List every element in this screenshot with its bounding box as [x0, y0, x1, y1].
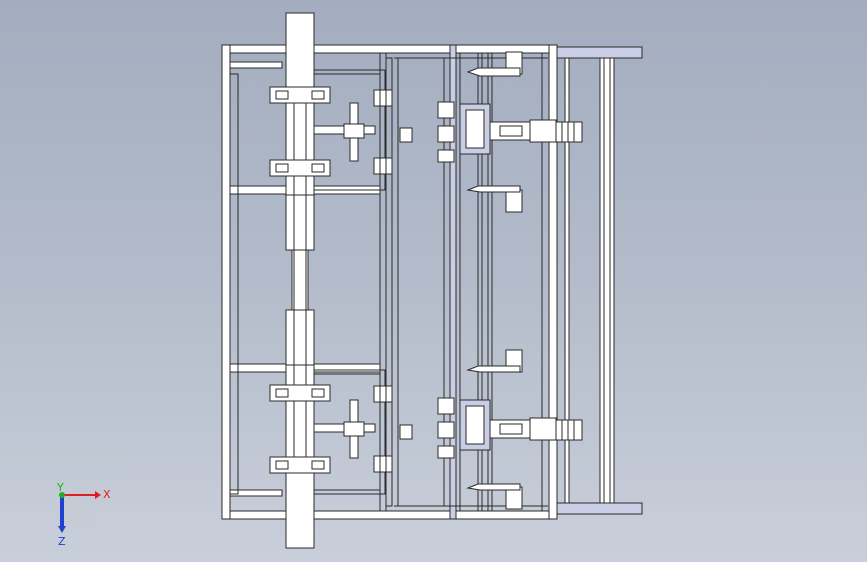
upper-toggle-clamp — [437, 101, 583, 163]
y-axis-dot — [59, 492, 65, 498]
lower-cross-handle — [343, 399, 365, 459]
outer-frame — [221, 44, 558, 520]
triad-plane — [62, 495, 92, 525]
upper-cross-handle — [343, 102, 365, 162]
right-extension — [556, 46, 643, 515]
z-axis-label: Z — [58, 535, 66, 548]
middle-rails — [379, 44, 550, 520]
lower-toggle-clamp — [437, 397, 583, 459]
y-axis-label: Y — [56, 481, 64, 494]
lower-clamps-left — [269, 384, 331, 474]
z-axis-arrow — [58, 526, 66, 533]
bracket-blocks — [373, 89, 413, 473]
x-axis-label: X — [103, 488, 111, 501]
mounting-tabs — [466, 51, 523, 510]
upper-clamps-left — [269, 86, 331, 177]
coordinate-triad: X Y Z — [56, 481, 111, 548]
x-axis-arrow — [95, 491, 101, 499]
left-column — [285, 12, 315, 549]
